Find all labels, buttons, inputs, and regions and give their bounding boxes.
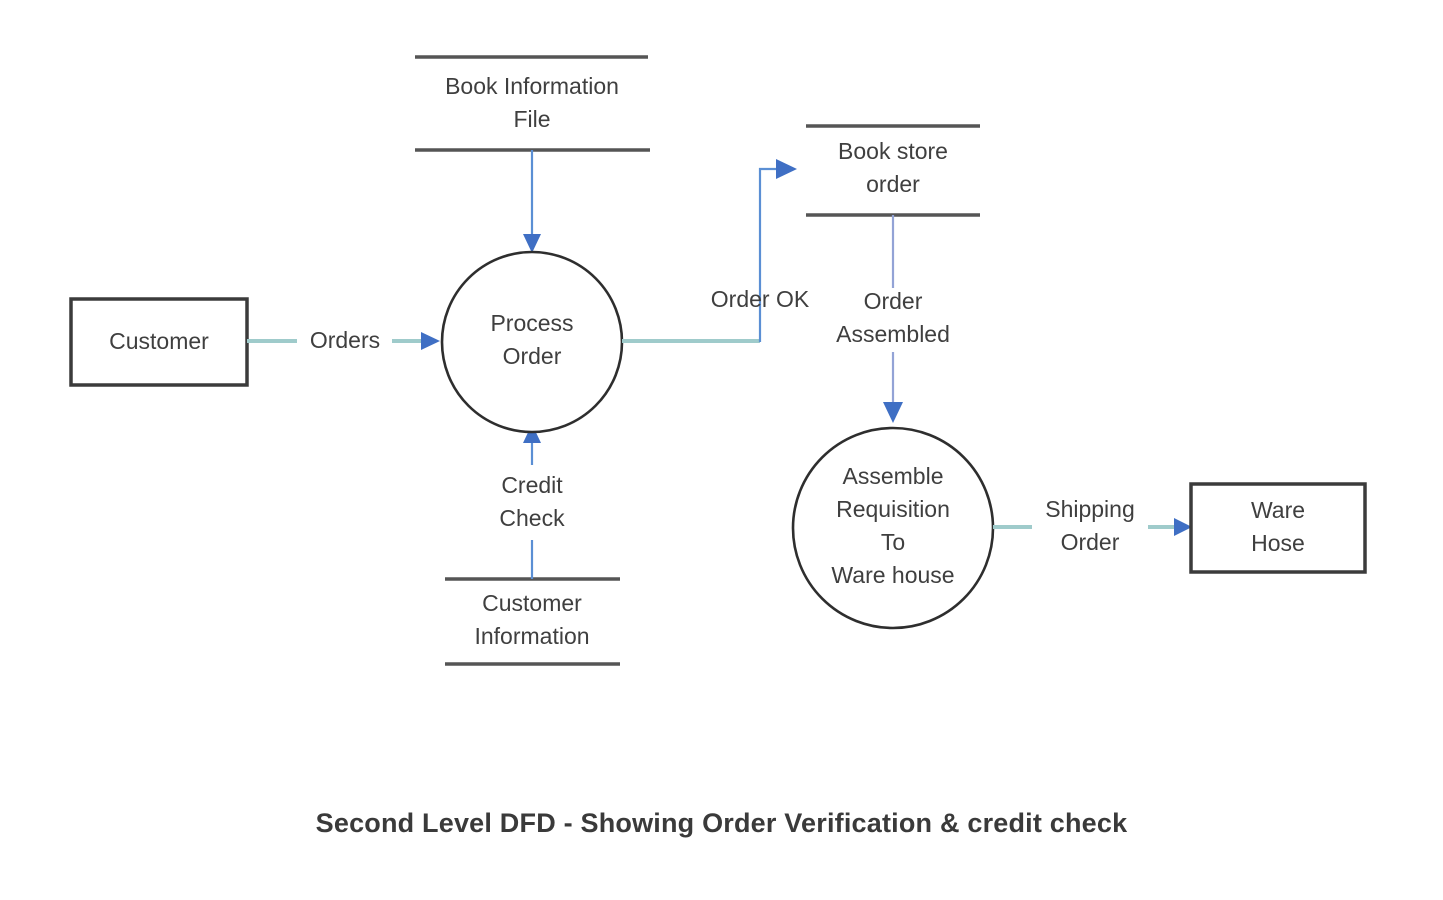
data-store-customer-information[interactable]: Customer Information (445, 577, 620, 666)
process-assemble-requisition[interactable]: Assemble Requisition To Ware house (791, 426, 995, 630)
store-label-line2: order (866, 171, 920, 197)
process-label-line3: To (881, 529, 905, 555)
arrowhead-right-icon (421, 332, 440, 350)
process-label-line2: Requisition (836, 496, 950, 522)
store-label-line2: Information (474, 623, 589, 649)
flow-line-elbow-blue (758, 167, 779, 342)
arrowhead-down-icon (523, 234, 541, 253)
arrowhead-right-icon (1174, 518, 1192, 536)
data-store-book-store-order[interactable]: Book store order (806, 124, 980, 217)
process-circle (791, 426, 995, 630)
process-label-line2: Order (503, 343, 562, 369)
process-process-order[interactable]: Process Order (440, 250, 624, 434)
data-flow-order-assembled[interactable]: Order Assembled (836, 215, 950, 423)
store-label-line1: Customer (482, 590, 582, 616)
process-label-line1: Assemble (843, 463, 944, 489)
flow-label-line1: Credit (501, 472, 563, 498)
data-flow-book-info[interactable] (523, 150, 541, 253)
process-label-line4: Ware house (831, 562, 954, 588)
process-label-line1: Process (490, 310, 573, 336)
entity-box (1189, 482, 1367, 574)
arrowhead-up-icon (523, 424, 541, 443)
data-store-book-information-file[interactable]: Book Information File (415, 55, 650, 152)
entity-label-line1: Ware (1251, 497, 1305, 523)
store-label-line1: Book store (838, 138, 948, 164)
flow-label: Order OK (711, 286, 810, 312)
flow-label-line2: Order (1061, 529, 1120, 555)
flow-label-line1: Shipping (1045, 496, 1135, 522)
entity-label-line2: Hose (1251, 530, 1305, 556)
process-circle (440, 250, 624, 434)
diagram-caption: Second Level DFD - Showing Order Verific… (315, 808, 1128, 838)
store-label-line2: File (513, 106, 550, 132)
flow-label-line2: Assembled (836, 321, 950, 347)
arrowhead-down-icon (883, 402, 903, 423)
store-label-line1: Book Information (445, 73, 619, 99)
entity-label: Customer (109, 328, 209, 354)
external-entity-customer[interactable]: Customer (69, 297, 249, 387)
arrowhead-right-icon (776, 159, 797, 179)
external-entity-warehouse[interactable]: Ware Hose (1189, 482, 1367, 574)
data-flow-shipping-order[interactable]: Shipping Order (993, 496, 1192, 555)
data-flow-order-ok[interactable]: Order OK (622, 159, 810, 343)
flow-label-line2: Check (499, 505, 565, 531)
flow-label: Orders (310, 327, 380, 353)
data-flow-orders[interactable]: Orders (247, 327, 440, 353)
data-flow-credit-check[interactable]: Credit Check (499, 424, 565, 579)
flow-label-line1: Order (864, 288, 923, 314)
